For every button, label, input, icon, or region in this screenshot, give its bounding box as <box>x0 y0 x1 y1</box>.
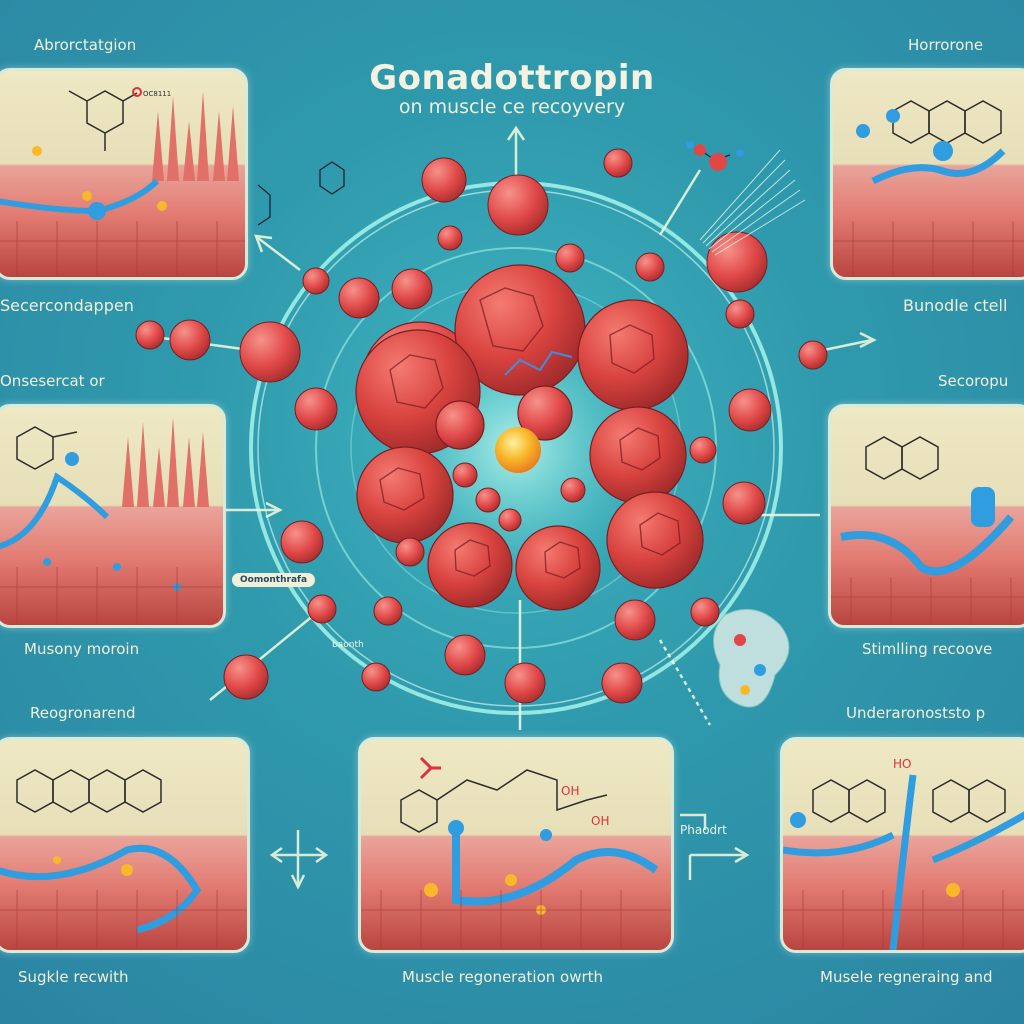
label-top-left: Abrorctatgion <box>34 36 137 54</box>
label-bottom-right: Musele regneraing and <box>820 968 993 986</box>
label-left-bottom-heading: Reogronarend <box>30 704 136 722</box>
panel-top-left: OC8111 <box>0 68 248 280</box>
label-left-mid: Onsesercat or <box>0 372 105 390</box>
panel-bottom-left <box>0 737 250 953</box>
chem-label: OC8111 <box>143 90 171 98</box>
panel-top-right <box>830 68 1024 280</box>
inline-small-label: baonth <box>332 640 364 650</box>
label-right-bottom-heading: Underaronoststo p <box>846 704 986 722</box>
label-right-lower: Stimlling recoove <box>862 640 993 658</box>
inline-tag: Oomonthrafa <box>232 573 316 587</box>
label-left-upper: Secercondappen <box>0 296 134 315</box>
panel-bottom-right: HO <box>780 737 1024 953</box>
label-right-upper: Bunodle ctell <box>903 296 1008 315</box>
label-bottom-left: Sugkle recwith <box>18 968 129 986</box>
panel-bottom-center: OH OH <box>358 737 674 953</box>
chem-label: OH <box>591 814 609 828</box>
panel-mid-right <box>828 404 1024 628</box>
label-top-right: Horrorone <box>908 36 984 54</box>
label-right-mid: Secoropu <box>938 372 1009 390</box>
panel-mid-left <box>0 404 226 628</box>
chem-label: HO <box>893 757 911 771</box>
page-subtitle: on muscle ce recoyvery <box>398 96 626 118</box>
arrow-label: Phaodrt <box>680 823 727 837</box>
label-left-lower: Musony moroin <box>24 640 140 658</box>
page-title: Gonadottropin <box>369 58 655 98</box>
chem-label: OH <box>561 784 579 798</box>
label-bottom-center: Muscle regoneration owrth <box>402 968 604 986</box>
